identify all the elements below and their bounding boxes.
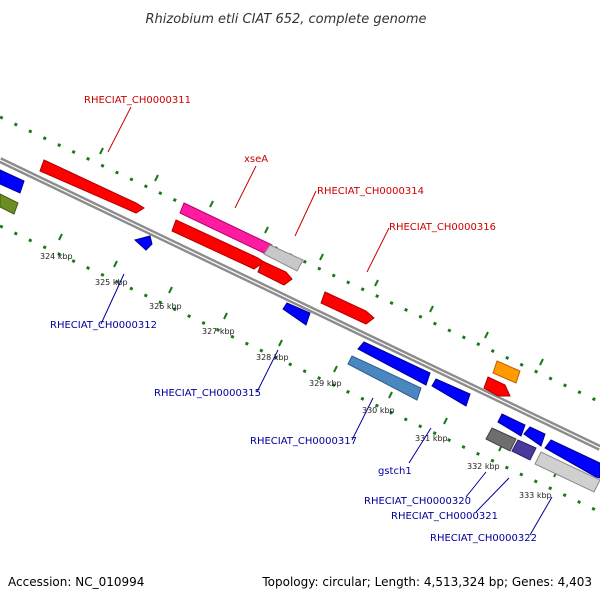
gene-label-rheciat-ch0000322[interactable]: RHECIAT_CH0000322 bbox=[430, 533, 537, 544]
gene-arrow-rheciat-ch0000321[interactable] bbox=[511, 439, 537, 461]
gene-arrow-orange[interactable] bbox=[492, 360, 521, 384]
map-title: Rhizobium etli CIAT 652, complete genome bbox=[146, 12, 427, 27]
gene-label-rheciat-ch0000317[interactable]: RHECIAT_CH0000317 bbox=[250, 436, 357, 447]
accession-text: Accession: NC_010994 bbox=[8, 575, 144, 589]
gene-arrow-rheciat-ch0000315[interactable] bbox=[347, 355, 422, 401]
tick-label-324: 324 kbp bbox=[40, 252, 73, 261]
forward-strand-features bbox=[39, 159, 521, 397]
gene-arrow-right-blue[interactable] bbox=[544, 439, 600, 479]
gene-arrow-rheciat-ch0000314b[interactable] bbox=[257, 260, 293, 286]
gene-label-rheciat-ch0000312[interactable]: RHECIAT_CH0000312 bbox=[50, 320, 157, 331]
gene-arrow-rheciat-ch0000320b[interactable] bbox=[523, 426, 546, 447]
gene-label-rheciat-ch0000314[interactable]: RHECIAT_CH0000314 bbox=[317, 186, 424, 197]
tick-label-326: 326 kbp bbox=[149, 302, 182, 311]
tick-label-332: 332 kbp bbox=[467, 462, 500, 471]
gene-label-xsea[interactable]: xseA bbox=[244, 154, 268, 165]
gene-label-rheciat-ch0000311[interactable]: RHECIAT_CH0000311 bbox=[84, 95, 191, 106]
gene-arrow-rheciat-ch0000322[interactable] bbox=[534, 451, 600, 493]
forward-leader-lines bbox=[107, 106, 390, 273]
gene-arrow-gstch1[interactable] bbox=[431, 378, 471, 407]
gene-arrow-rheciat-ch0000320a[interactable] bbox=[497, 413, 526, 437]
tick-label-333: 333 kbp bbox=[519, 491, 552, 500]
gene-label-rheciat-ch0000321[interactable]: RHECIAT_CH0000321 bbox=[391, 511, 498, 522]
gene-arrow-rheciat-ch0000320[interactable] bbox=[485, 427, 517, 452]
gene-labels: RHECIAT_CH0000311 xseA RHECIAT_CH0000314… bbox=[50, 95, 537, 544]
gene-arrow-xsea-tail bbox=[263, 244, 304, 272]
gene-arrow-red-small[interactable] bbox=[483, 376, 511, 397]
gene-label-rheciat-ch0000320[interactable]: RHECIAT_CH0000320 bbox=[364, 496, 471, 507]
outer-major-ticks bbox=[99, 147, 544, 366]
tick-label-327: 327 kbp bbox=[202, 327, 235, 336]
gene-arrow-rheciat-ch0000316[interactable] bbox=[320, 291, 375, 325]
genome-backbone bbox=[0, 157, 600, 451]
gene-arrow-rheciat-ch0000317a[interactable] bbox=[357, 341, 431, 386]
gene-label-gstch1[interactable]: gstch1 bbox=[378, 466, 412, 477]
reverse-strand-features bbox=[0, 169, 600, 493]
gene-label-rheciat-ch0000315[interactable]: RHECIAT_CH0000315 bbox=[154, 388, 261, 399]
genome-summary-text: Topology: circular; Length: 4,513,324 bp… bbox=[261, 575, 592, 589]
tick-label-329: 329 kbp bbox=[309, 379, 342, 388]
tick-label-325: 325 kbp bbox=[95, 278, 128, 287]
scale-tick-labels: 324 kbp 325 kbp 326 kbp 327 kbp 328 kbp … bbox=[40, 252, 552, 500]
tick-label-330: 330 kbp bbox=[362, 406, 395, 415]
reverse-leader-lines bbox=[100, 273, 553, 536]
tick-label-331: 331 kbp bbox=[415, 434, 448, 443]
gene-arrow-rheciat-ch0000314[interactable] bbox=[171, 219, 265, 270]
gene-arrow-left-blue[interactable] bbox=[0, 169, 25, 194]
gene-arrow-rheciat-ch0000311[interactable] bbox=[39, 159, 145, 214]
gene-arrow-rheciat-ch0000315a[interactable] bbox=[282, 302, 311, 326]
gene-arrow-left-olive[interactable] bbox=[0, 193, 19, 215]
gene-label-rheciat-ch0000316[interactable]: RHECIAT_CH0000316 bbox=[389, 222, 496, 233]
gene-arrow-rheciat-ch0000312[interactable] bbox=[133, 235, 153, 251]
tick-label-328: 328 kbp bbox=[256, 353, 289, 362]
